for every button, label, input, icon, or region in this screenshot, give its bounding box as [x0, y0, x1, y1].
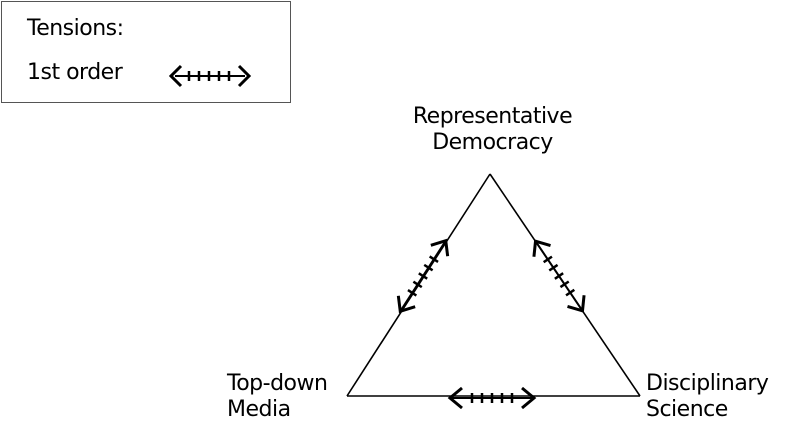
tension-arrow-bottom	[448, 386, 536, 410]
node-right-line2: Science	[646, 397, 728, 422]
node-top-line1: Representative	[412, 104, 573, 129]
node-top-down-media: Top-down Media	[227, 371, 328, 423]
tension-arrow-left	[390, 233, 456, 319]
legend-title: Tensions:	[27, 16, 124, 41]
node-right-line1: Disciplinary	[646, 371, 769, 396]
node-left-line1: Top-down	[227, 371, 328, 396]
legend-box: Tensions: 1st order	[1, 1, 291, 103]
double-headed-dotted-arrow-icon	[168, 64, 252, 88]
node-disciplinary-science: Disciplinary Science	[646, 371, 769, 423]
node-left-line2: Media	[227, 397, 291, 422]
legend-item-label: 1st order	[27, 60, 123, 85]
node-representative-democracy: Representative Democracy	[405, 104, 580, 156]
node-top-line2: Democracy	[432, 130, 553, 155]
tension-arrow-right	[525, 234, 593, 318]
